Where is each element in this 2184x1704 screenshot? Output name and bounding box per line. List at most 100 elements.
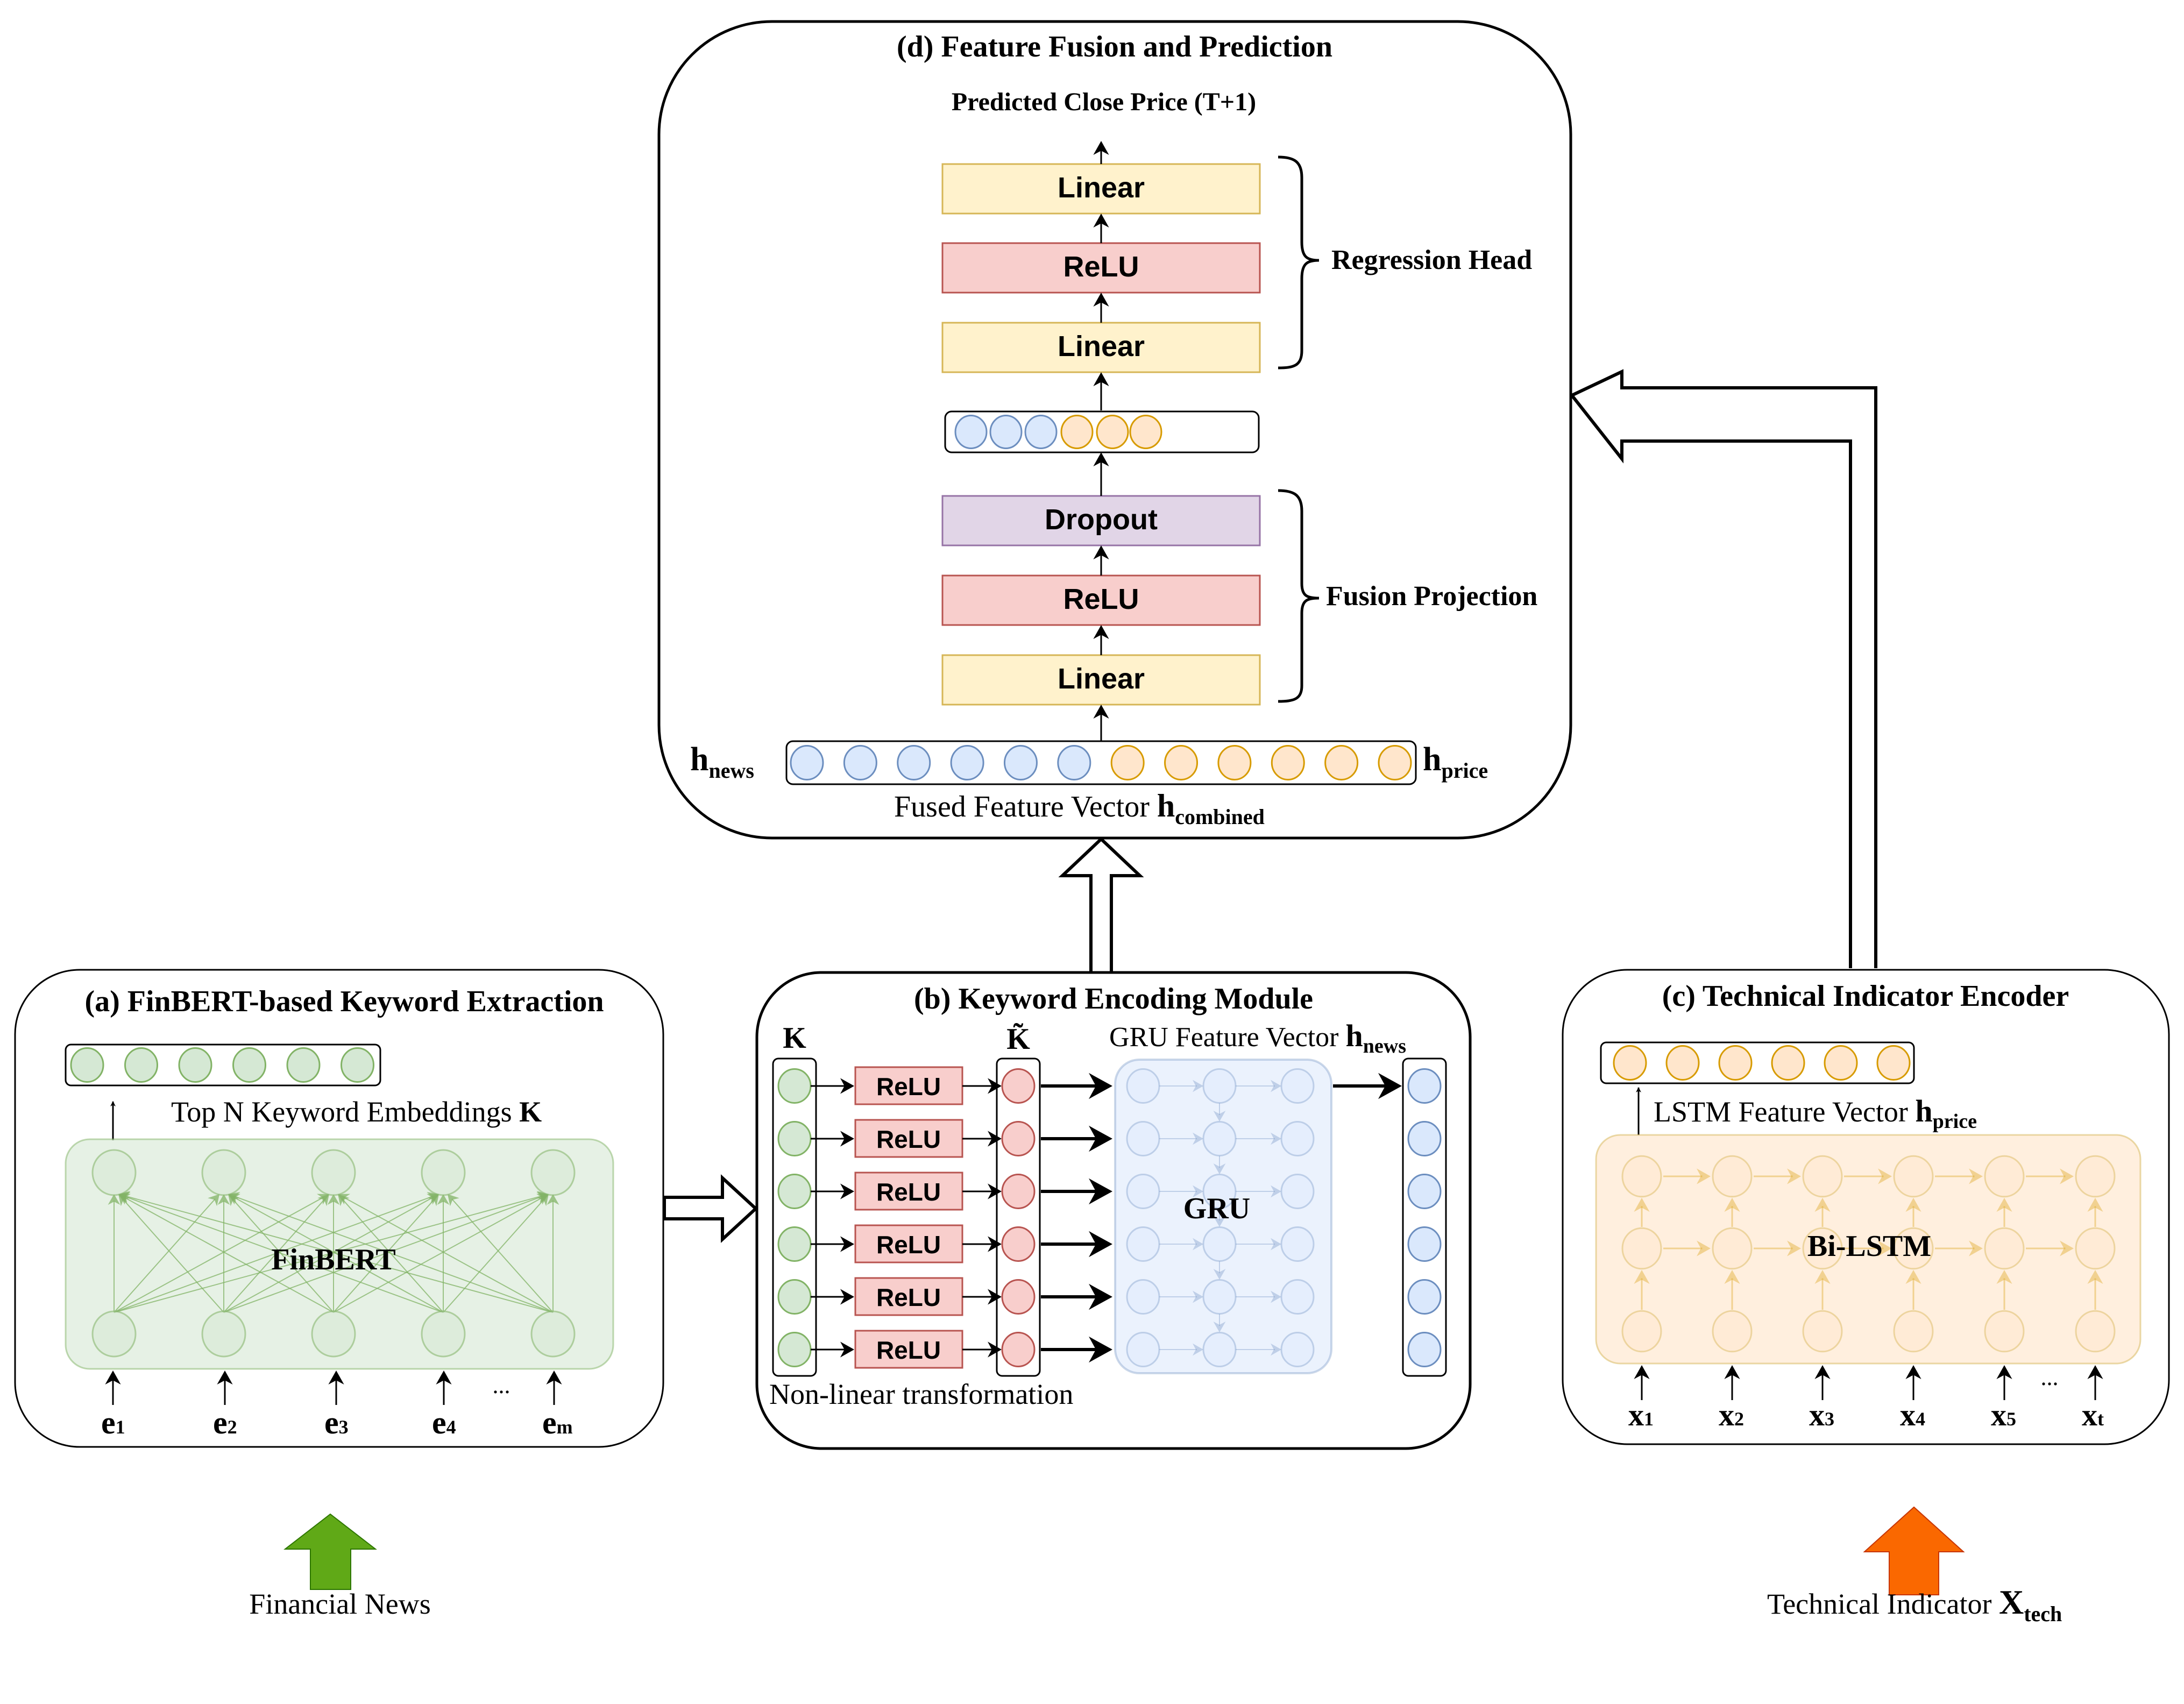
finbert-network xyxy=(91,1149,576,1358)
lstm-vector-box xyxy=(1600,1041,1915,1084)
technical-indicator-arrow-icon xyxy=(1863,1506,1965,1595)
news-unit xyxy=(1057,745,1091,780)
keyword-row: ReLU xyxy=(777,1172,1442,1227)
input-arrow-icon xyxy=(1814,1365,1831,1400)
lstm-flow-arrow xyxy=(1935,1168,1983,1184)
relu-box xyxy=(854,1066,963,1105)
lstm-flow-arrow xyxy=(1814,1198,1831,1227)
keyword-row: ReLU xyxy=(777,1224,1442,1280)
indicator-label: x5 xyxy=(1991,1397,2016,1432)
price-unit xyxy=(1060,415,1094,449)
news-unit xyxy=(950,745,984,780)
technical-indicator-label: Technical Indicator Xtech xyxy=(1767,1583,2062,1626)
arrow-icon xyxy=(1093,372,1109,410)
keyword-unit xyxy=(777,1121,812,1156)
finbert-input-node xyxy=(311,1310,356,1358)
lstm-flow-arrow xyxy=(1724,1270,1740,1310)
bilstm-label: Bi-LSTM xyxy=(1807,1230,1931,1263)
panel-a-title: (a) FinBERT-based Keyword Extraction xyxy=(84,985,604,1018)
relu-box xyxy=(854,1277,963,1316)
connection-arrow xyxy=(114,1194,219,1313)
lstm-cell xyxy=(1621,1227,1662,1270)
arrow-icon xyxy=(1041,1178,1112,1205)
lstm-flow-arrow xyxy=(2026,1240,2074,1256)
lstm-cell xyxy=(1712,1227,1753,1270)
panel-b-keyword-encoding: (b) Keyword Encoding Module K K̃ GRU Fea… xyxy=(755,971,1472,1450)
arrow-icon xyxy=(962,1078,1002,1094)
finbert-input-node xyxy=(530,1310,576,1358)
news-unit xyxy=(790,745,824,780)
gru-cell xyxy=(1126,1226,1160,1262)
connection-arrow xyxy=(327,1194,340,1312)
keyword-row: ReLU xyxy=(777,1277,1442,1332)
input-arrow-icon xyxy=(546,1371,562,1405)
panel-b-title: (b) Keyword Encoding Module xyxy=(914,982,1313,1016)
lstm-cell xyxy=(1893,1227,1934,1270)
arrow-icon xyxy=(1093,625,1109,655)
keyword-row: ReLU xyxy=(777,1119,1442,1174)
lstm-cell xyxy=(1712,1310,1753,1353)
layer-label: Linear xyxy=(1058,663,1145,695)
a-to-b-arrow xyxy=(663,1174,758,1243)
relu-label: ReLU xyxy=(876,1283,941,1311)
input-arrow-icon xyxy=(105,1371,121,1405)
panel-c-technical-encoder: (c) Technical Indicator Encoder LSTM Fea… xyxy=(1562,969,2170,1445)
news-unit xyxy=(989,415,1023,449)
gru-flow-arrow xyxy=(1236,1238,1281,1251)
lstm-cell xyxy=(1802,1227,1843,1270)
output-label: Predicted Close Price (T+1) xyxy=(952,88,1256,116)
attention-connections xyxy=(108,1191,559,1313)
k-label: K xyxy=(783,1021,806,1055)
input-arrow-icon xyxy=(217,1371,233,1405)
arrow-icon xyxy=(1041,1231,1112,1258)
k-tilde-label: K̃ xyxy=(1006,1023,1030,1056)
input-arrow-icon xyxy=(2087,1365,2103,1400)
token-label: em xyxy=(542,1405,573,1440)
arrow-icon xyxy=(1041,1125,1112,1152)
arrow-icon xyxy=(811,1131,854,1147)
gru-flow-arrow xyxy=(1213,1261,1226,1280)
keyword-embedding-units xyxy=(70,1047,374,1083)
connection-arrow xyxy=(338,1194,554,1313)
gru-flow-arrow xyxy=(1159,1238,1203,1251)
gru-flow-arrow xyxy=(1236,1290,1281,1303)
lstm-cell xyxy=(1893,1155,1934,1198)
indicator-label: x1 xyxy=(1628,1397,1654,1432)
k-column-box xyxy=(772,1057,817,1377)
lstm-flow-arrow xyxy=(1754,1240,1801,1256)
arrow-icon xyxy=(1041,1073,1112,1099)
gru-cell xyxy=(1280,1226,1315,1262)
h-news-unit xyxy=(1407,1174,1442,1209)
keyword-unit xyxy=(124,1047,158,1083)
gru-caption: GRU Feature Vector hnews xyxy=(1109,1018,1406,1057)
fused-vector-units xyxy=(790,745,1412,780)
c-to-d-arrow xyxy=(1569,369,1877,968)
arrow-icon xyxy=(811,1236,854,1252)
arrow-icon xyxy=(1093,141,1109,164)
layer-label: Linear xyxy=(1058,172,1145,204)
lstm-flow-arrow xyxy=(2026,1168,2074,1184)
h-news-unit xyxy=(1407,1226,1442,1262)
finbert-input-node xyxy=(201,1310,246,1358)
lstm-flow-arrow xyxy=(1663,1168,1711,1184)
indicator-label: x4 xyxy=(1900,1397,1925,1432)
finbert-output-node xyxy=(421,1149,466,1196)
gru-block xyxy=(1114,1059,1332,1374)
panel-a-finbert: (a) FinBERT-based Keyword Extraction Top… xyxy=(14,969,664,1448)
lstm-unit xyxy=(1665,1045,1700,1081)
gru-cell xyxy=(1202,1121,1237,1156)
lstm-flow-arrow xyxy=(2087,1198,2103,1227)
indicator-label: x2 xyxy=(1719,1397,1744,1432)
k-tilde-column-box xyxy=(996,1057,1041,1377)
gru-flow-arrow xyxy=(1213,1103,1226,1121)
fusion-projection-label: Fusion Projection xyxy=(1326,581,1537,612)
ellipsis: ... xyxy=(493,1372,510,1398)
lstm-flow-arrow xyxy=(1634,1198,1650,1227)
price-unit xyxy=(1129,415,1162,449)
price-unit xyxy=(1217,745,1252,780)
b-to-d-arrow xyxy=(1058,836,1144,971)
layer-dropout: Dropout xyxy=(941,495,1261,546)
layer-label: ReLU xyxy=(1063,583,1139,615)
transformed-keyword-unit xyxy=(1001,1068,1036,1104)
